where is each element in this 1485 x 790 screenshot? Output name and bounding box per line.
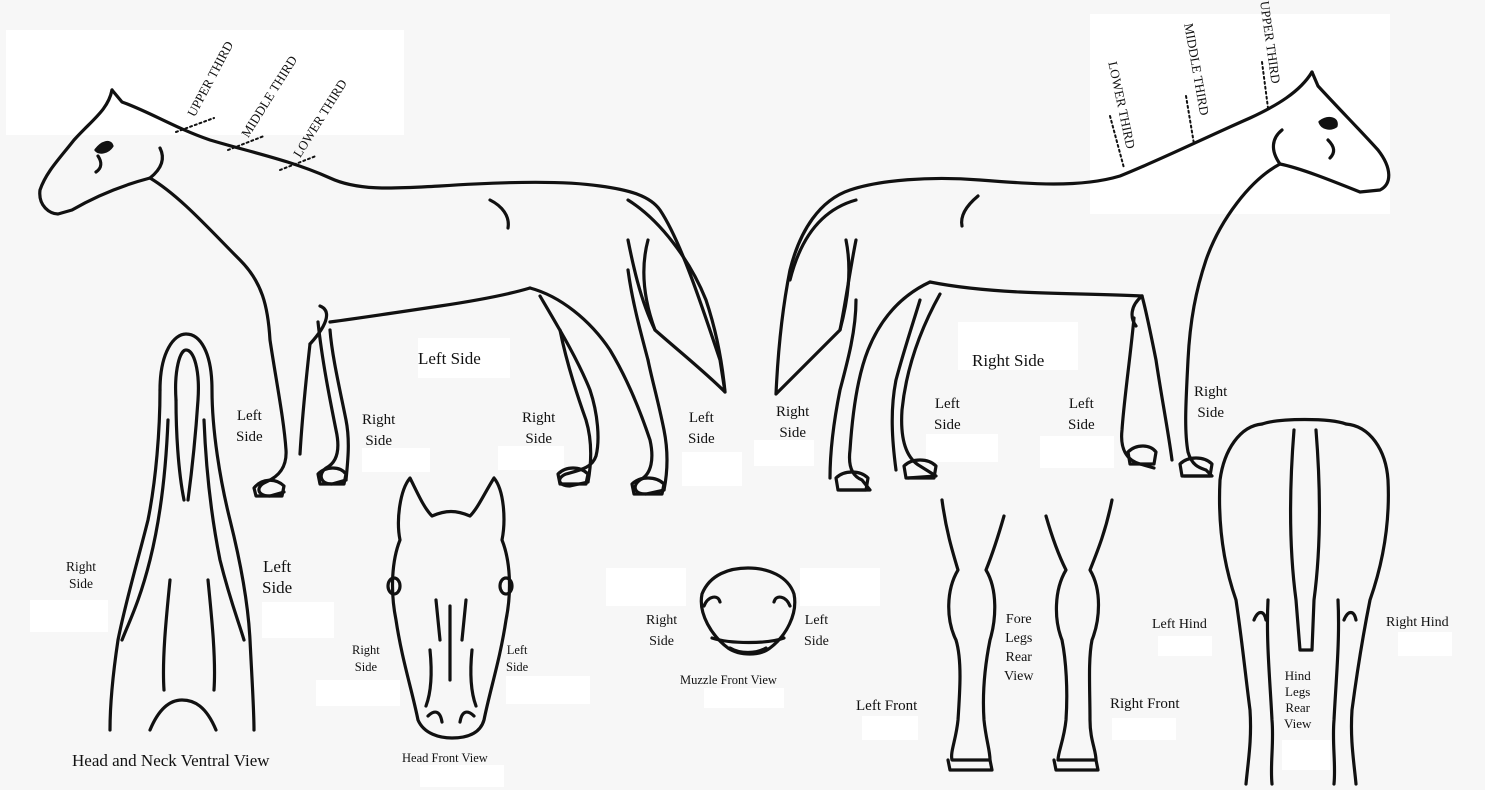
label-line: Fore <box>1004 610 1033 629</box>
leg-label: Left Side <box>1068 394 1095 436</box>
view-label-left-side: Left Side <box>418 348 481 369</box>
label-line: Rear <box>1004 648 1033 667</box>
leg-label: Right Side <box>522 408 555 450</box>
hind-leg-label: Left Hind <box>1152 614 1207 635</box>
leg-label: Right Side <box>362 410 395 452</box>
label-line: Side <box>66 575 96 592</box>
label-line: Side <box>804 631 829 652</box>
label-line: View <box>1004 667 1033 686</box>
head-front-outline <box>388 478 512 738</box>
label-line: Right <box>1194 382 1227 403</box>
label-line: Right <box>352 642 380 659</box>
label-line: Right <box>522 408 555 429</box>
label-line: Right <box>66 558 96 575</box>
label-line: Side <box>646 631 677 652</box>
head-front-side-label: Left Side <box>506 642 528 676</box>
muzzle-side-label: Right Side <box>646 610 677 652</box>
label-line: Left <box>804 610 829 631</box>
label-line: Side <box>1194 403 1227 424</box>
label-line: Side <box>522 429 555 450</box>
label-line: Legs <box>1284 684 1311 700</box>
ventral-side-label: Right Side <box>66 558 96 592</box>
label-line: Left <box>506 642 528 659</box>
label-line: Side <box>1068 415 1095 436</box>
label-line: Side <box>236 427 263 448</box>
head-front-side-label: Right Side <box>352 642 380 676</box>
label-line: Side <box>688 429 715 450</box>
view-label-head-front: Head Front View <box>402 750 488 767</box>
leg-label: Left Side <box>934 394 961 436</box>
label-line: Legs <box>1004 629 1033 648</box>
label-line: Side <box>262 577 292 598</box>
muzzle-front-outline <box>701 568 794 654</box>
label-line: Left <box>934 394 961 415</box>
view-label-muzzle-front: Muzzle Front View <box>680 672 777 689</box>
view-label-fore-legs-rear: Fore Legs Rear View <box>1004 610 1033 686</box>
label-line: Side <box>362 431 395 452</box>
leg-label: Left Side <box>236 406 263 448</box>
label-line: Rear <box>1284 700 1311 716</box>
label-line: Side <box>352 659 380 676</box>
label-line: Left <box>236 406 263 427</box>
label-line: Left <box>262 556 292 577</box>
view-label-head-neck-ventral: Head and Neck Ventral View <box>72 750 270 771</box>
leg-label: Left Side <box>688 408 715 450</box>
label-line: View <box>1284 716 1311 732</box>
label-line: Side <box>934 415 961 436</box>
label-line: Left <box>688 408 715 429</box>
leg-label: Right Side <box>776 402 809 444</box>
label-line: Hind <box>1284 668 1311 684</box>
label-line: Right <box>362 410 395 431</box>
label-line: Side <box>506 659 528 676</box>
view-label-hind-legs-rear: Hind Legs Rear View <box>1284 668 1311 732</box>
fore-leg-label: Right Front <box>1110 694 1180 715</box>
label-line: Side <box>776 423 809 444</box>
hind-leg-label: Right Hind <box>1386 612 1449 633</box>
leg-label: Right Side <box>1194 382 1227 424</box>
ventral-side-label: Left Side <box>262 556 292 598</box>
label-line: Right <box>646 610 677 631</box>
head-neck-ventral-outline <box>110 334 254 730</box>
muzzle-side-label: Left Side <box>804 610 829 652</box>
label-line: Left <box>1068 394 1095 415</box>
fore-leg-label: Left Front <box>856 696 917 717</box>
label-line: Right <box>776 402 809 423</box>
view-label-right-side: Right Side <box>972 350 1044 371</box>
